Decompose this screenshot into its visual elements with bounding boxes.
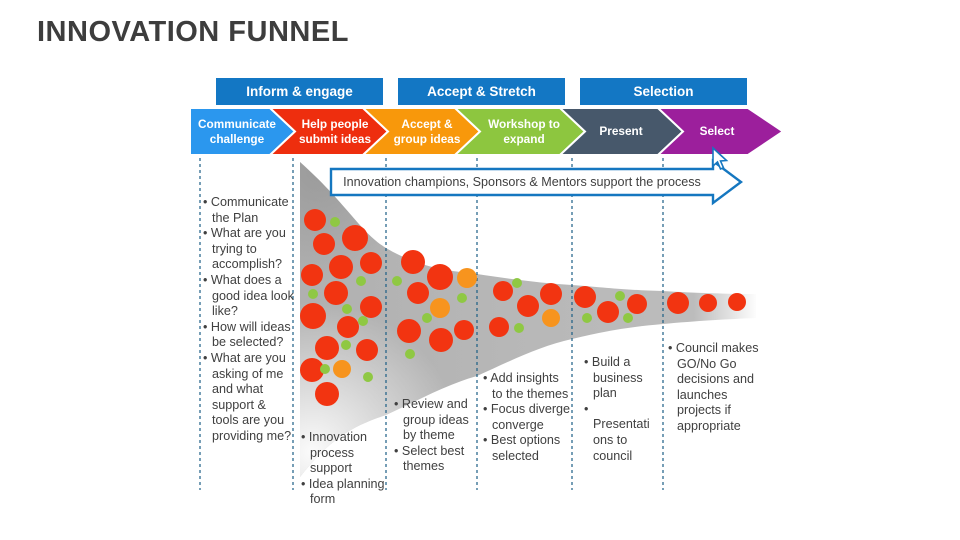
notes-column-submit: Innovation process supportIdea planning … [301, 430, 389, 508]
phase-bar-inform-engage: Inform & engage [216, 78, 383, 105]
phase-bar-selection: Selection [580, 78, 747, 105]
bullet-item: Add insights to the themes [483, 371, 571, 402]
chevron-label-workshop: Workshop to expand [488, 117, 560, 146]
support-banner-arrow [329, 158, 743, 206]
idea-dot-green [330, 217, 340, 227]
idea-dot-green [342, 304, 352, 314]
mouse-cursor-icon [712, 146, 729, 171]
idea-dot-red [304, 209, 326, 231]
idea-dot-green [422, 313, 432, 323]
bullet-item: Communicate the Plan [203, 195, 295, 226]
bullet-item: How will ideas be selected? [203, 320, 295, 351]
chevron-step-select [655, 107, 785, 156]
idea-dot-red [360, 296, 382, 318]
idea-dot-green [582, 313, 592, 323]
idea-dot-red [574, 286, 596, 308]
idea-dot-orange [542, 309, 560, 327]
notes-column-group: Review and group ideas by themeSelect be… [394, 397, 478, 475]
bullet-item: Idea planning form [301, 477, 389, 508]
idea-dot-red [324, 281, 348, 305]
chevron-label-present: Present [599, 124, 643, 139]
chevron-label-select: Select [699, 124, 735, 139]
process-chevrons [189, 107, 785, 156]
bullet-item: Review and group ideas by theme [394, 397, 478, 444]
bullet-item: What does a good idea look like? [203, 273, 295, 320]
idea-dot-red [407, 282, 429, 304]
bullet-item: Build a business plan [584, 355, 656, 402]
notes-column-present: Build a business planPresentations to co… [584, 355, 656, 464]
idea-dot-red [356, 339, 378, 361]
idea-dot-red [301, 264, 323, 286]
idea-dot-green [512, 278, 522, 288]
idea-dot-orange [333, 360, 351, 378]
bullet-item: Council makes GO/No Go decisions and lau… [668, 341, 760, 435]
idea-dot-red [315, 382, 339, 406]
idea-dot-red [667, 292, 689, 314]
idea-dot-green [405, 349, 415, 359]
idea-dot-red [315, 336, 339, 360]
idea-dot-orange [457, 268, 477, 288]
notes-column-inform: Communicate the PlanWhat are you trying … [203, 195, 295, 445]
idea-dot-red [427, 264, 453, 290]
idea-dot-green [623, 313, 633, 323]
idea-dot-red [517, 295, 539, 317]
idea-dot-red [699, 294, 717, 312]
idea-dots [300, 209, 746, 406]
idea-dot-orange [430, 298, 450, 318]
chevron-label-submit: Help people submit ideas [298, 117, 372, 146]
idea-dot-red [329, 255, 353, 279]
idea-dot-red [493, 281, 513, 301]
idea-dot-green [341, 340, 351, 350]
bullet-item: What are you trying to accomplish? [203, 226, 295, 273]
bullet-item: Select best themes [394, 444, 478, 475]
idea-dot-green [363, 372, 373, 382]
idea-dot-red [540, 283, 562, 305]
idea-dot-red [313, 233, 335, 255]
chevron-label-inform: Communicate challenge [197, 117, 276, 146]
phase-bar-accept-stretch: Accept & Stretch [398, 78, 565, 105]
idea-dot-green [615, 291, 625, 301]
idea-dot-red [300, 358, 324, 382]
bullet-item: Innovation process support [301, 430, 389, 477]
idea-dot-green [320, 364, 330, 374]
chevron-label-group: Accept & group ideas [393, 117, 461, 146]
bullet-item: Presentations to council [584, 402, 656, 464]
idea-dot-red [597, 301, 619, 323]
idea-dot-green [356, 276, 366, 286]
idea-dot-red [728, 293, 746, 311]
idea-dot-red [300, 303, 326, 329]
notes-column-workshop: Add insights to the themesFocus diverge … [483, 371, 571, 465]
idea-dot-green [392, 276, 402, 286]
idea-dot-red [429, 328, 453, 352]
idea-dot-green [358, 316, 368, 326]
idea-dot-green [457, 293, 467, 303]
slide-title: INNOVATION FUNNEL [37, 16, 349, 48]
bullet-item: Best options selected [483, 433, 571, 464]
notes-column-select: Council makes GO/No Go decisions and lau… [668, 341, 760, 435]
idea-dot-red [342, 225, 368, 251]
idea-dot-red [337, 316, 359, 338]
idea-dot-red [397, 319, 421, 343]
idea-dot-green [308, 289, 318, 299]
support-banner-text: Innovation champions, Sponsors & Mentors… [343, 175, 701, 189]
idea-dot-red [627, 294, 647, 314]
idea-dot-red [401, 250, 425, 274]
idea-dot-red [360, 252, 382, 274]
bullet-item: Focus diverge converge [483, 402, 571, 433]
idea-dot-red [489, 317, 509, 337]
idea-dot-red [454, 320, 474, 340]
bullet-item: What are you asking of me and what suppo… [203, 351, 295, 445]
idea-dot-green [514, 323, 524, 333]
